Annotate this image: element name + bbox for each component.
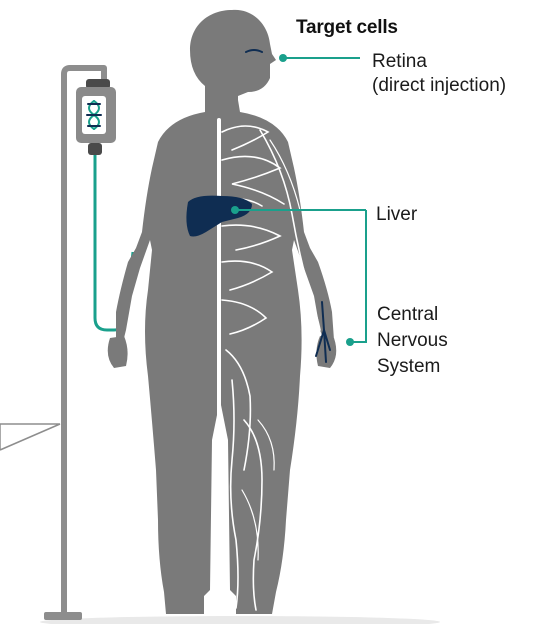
label-liver: Liver bbox=[376, 203, 417, 227]
label-cns-line-1: Central bbox=[377, 302, 448, 328]
diagram-heading: Target cells bbox=[296, 16, 398, 40]
iv-bag bbox=[76, 79, 116, 155]
label-retina-line-2: (direct injection) bbox=[372, 74, 506, 98]
label-cns-line-3: System bbox=[377, 354, 448, 380]
cns-connector bbox=[350, 210, 366, 342]
bed-outline bbox=[0, 424, 60, 450]
label-cns: Central Nervous System bbox=[377, 302, 448, 380]
label-liver-line-1: Liver bbox=[376, 203, 417, 227]
label-retina: Retina (direct injection) bbox=[372, 50, 506, 98]
label-cns-line-2: Nervous bbox=[377, 328, 448, 354]
human-body bbox=[108, 10, 337, 614]
floor-shadow bbox=[40, 616, 440, 624]
label-retina-line-1: Retina bbox=[372, 50, 506, 74]
